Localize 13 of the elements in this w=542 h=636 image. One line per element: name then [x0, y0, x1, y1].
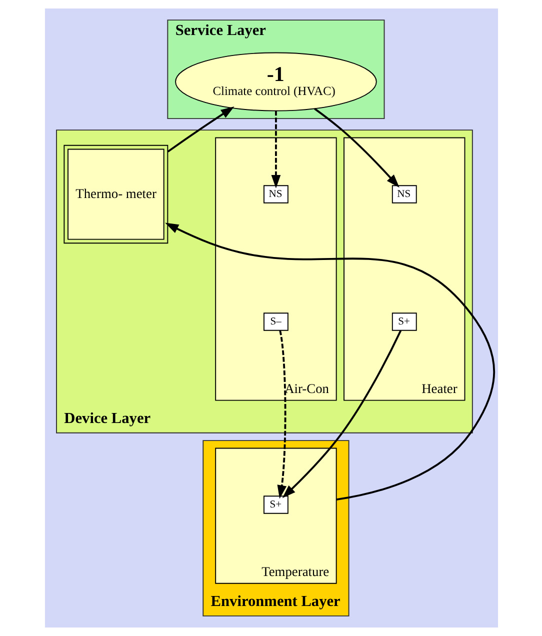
node-box: Thermo- meter — [63, 144, 168, 244]
arrow — [314, 108, 399, 188]
node-box: NS — [263, 185, 288, 204]
arrow — [164, 222, 494, 501]
node-box: S– — [263, 312, 288, 331]
arrow — [276, 330, 286, 499]
arrow — [282, 330, 402, 498]
node-box: S+ — [391, 312, 416, 331]
node-box: NS — [391, 185, 416, 204]
node-box: S+ — [263, 496, 288, 514]
arrow — [166, 106, 234, 152]
node-ellipse: -1 Climate control (HVAC) — [174, 52, 376, 112]
arrow — [270, 110, 280, 188]
